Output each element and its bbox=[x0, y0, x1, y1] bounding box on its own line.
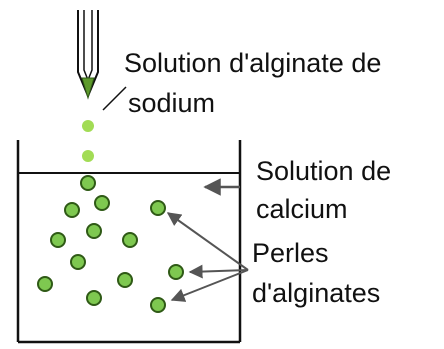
sodium-alginate-label-line1: Solution d'alginate de bbox=[124, 48, 381, 78]
beads bbox=[37, 175, 184, 313]
beads-pointer-arrow bbox=[188, 264, 249, 279]
bead bbox=[37, 276, 53, 292]
bead bbox=[86, 290, 102, 306]
bead bbox=[86, 223, 102, 239]
bead bbox=[70, 254, 86, 270]
bead bbox=[150, 200, 166, 216]
beads-pointer-arrow bbox=[166, 212, 249, 271]
bead bbox=[117, 272, 133, 288]
calcium-solution-label-line1: Solution de bbox=[256, 156, 391, 186]
beaker bbox=[16, 140, 242, 344]
bead bbox=[150, 297, 166, 313]
falling-drop bbox=[82, 150, 94, 162]
beads-label-line1: Perles bbox=[252, 238, 329, 268]
beads-pointer-arrow bbox=[170, 269, 249, 302]
bead bbox=[64, 202, 80, 218]
calcium-solution-label-line2: calcium bbox=[256, 194, 348, 224]
bead bbox=[80, 175, 96, 191]
beads-label-line2: d'alginates bbox=[252, 278, 380, 308]
pipette-tip-liquid bbox=[81, 77, 95, 100]
bead bbox=[94, 195, 110, 211]
bead bbox=[50, 232, 66, 248]
sodium-alginate-pointer bbox=[102, 86, 127, 111]
falling-drop bbox=[82, 120, 94, 132]
bead bbox=[168, 264, 184, 280]
sodium-alginate-label-line2: sodium bbox=[128, 88, 215, 118]
pipette bbox=[77, 10, 99, 100]
pipette-inner bbox=[83, 10, 93, 83]
bead bbox=[122, 232, 138, 248]
